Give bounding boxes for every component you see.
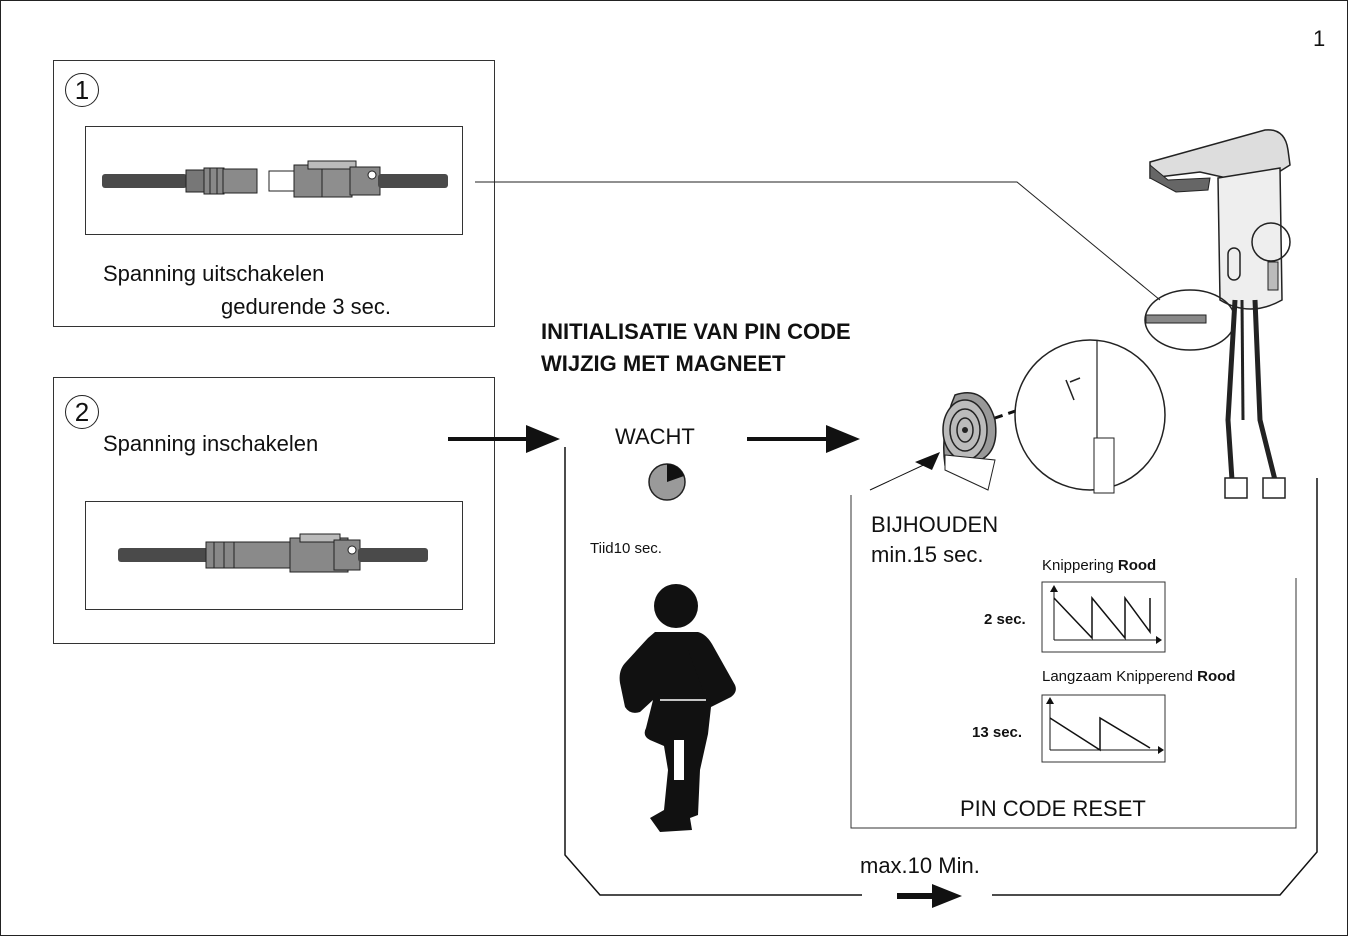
connected-connector-icon: [118, 533, 428, 573]
step2-instruction: Spanning inschakelen: [103, 431, 319, 456]
step2-connector-image: [85, 501, 463, 610]
signal2-sawtooth: [1049, 716, 1151, 752]
process-bracket: [564, 447, 862, 896]
heading-line1: INITIALISATIE VAN PIN CODE: [541, 319, 851, 344]
disconnected-connector-icon: [102, 160, 448, 198]
process-bracket-right: [992, 478, 1318, 896]
waiting-person-icon: [619, 584, 736, 832]
wait-time: Tiid10 sec.: [590, 540, 662, 557]
step1-instruction-line1: Spanning uitschakelen: [103, 261, 325, 286]
heading-line2: WIJZIG MET MAGNEET: [541, 351, 786, 376]
wait-label: WACHT: [615, 424, 695, 449]
signal1-label-prefix: Knippering: [1042, 557, 1118, 574]
hold-line2: min.15 sec.: [871, 542, 984, 567]
timeout-arrow-icon: [897, 884, 962, 908]
signal1-label: Knippering Rood: [1042, 557, 1156, 574]
page-number: 1: [1313, 26, 1326, 51]
signal1-sawtooth: [1053, 595, 1151, 641]
signal2-chart: [1041, 694, 1166, 763]
signal2-label-prefix: Langzaam Knipperend: [1042, 668, 1198, 685]
arrow-right-icon: [747, 425, 860, 453]
signal2-duration: 13 sec.: [972, 724, 1023, 741]
hold-line1: BIJHOUDEN: [871, 512, 999, 537]
arrow-right-icon: [448, 425, 560, 453]
signal1-duration: 2 sec.: [984, 611, 1026, 628]
step1-instruction-line2: gedurende 3 sec.: [221, 294, 392, 319]
timer-pie-icon: [648, 463, 686, 501]
magnet-icon: [869, 392, 997, 491]
step2-number-badge: 2: [65, 395, 99, 429]
step1-connector-image: [85, 126, 463, 235]
sensor-zoom-icon: [1014, 339, 1166, 494]
timeout-label: max.10 Min.: [860, 853, 980, 878]
result-label: PIN CODE RESET: [960, 796, 1146, 821]
signal2-label-color: Rood: [1197, 668, 1236, 685]
faucet-icon: [1144, 129, 1291, 499]
hold-panel-border: [850, 495, 1297, 829]
step1-panel: 1 Spanning uitschakelen gedurende 3 sec.: [53, 60, 495, 327]
leader-line: [475, 181, 1161, 301]
signal1-chart: [1041, 581, 1166, 653]
signal2-label: Langzaam Knipperend Rood: [1042, 668, 1235, 685]
step1-number-badge: 1: [65, 73, 99, 107]
signal1-label-color: Rood: [1117, 557, 1157, 574]
step2-panel: 2 Spanning inschakelen: [53, 377, 495, 644]
